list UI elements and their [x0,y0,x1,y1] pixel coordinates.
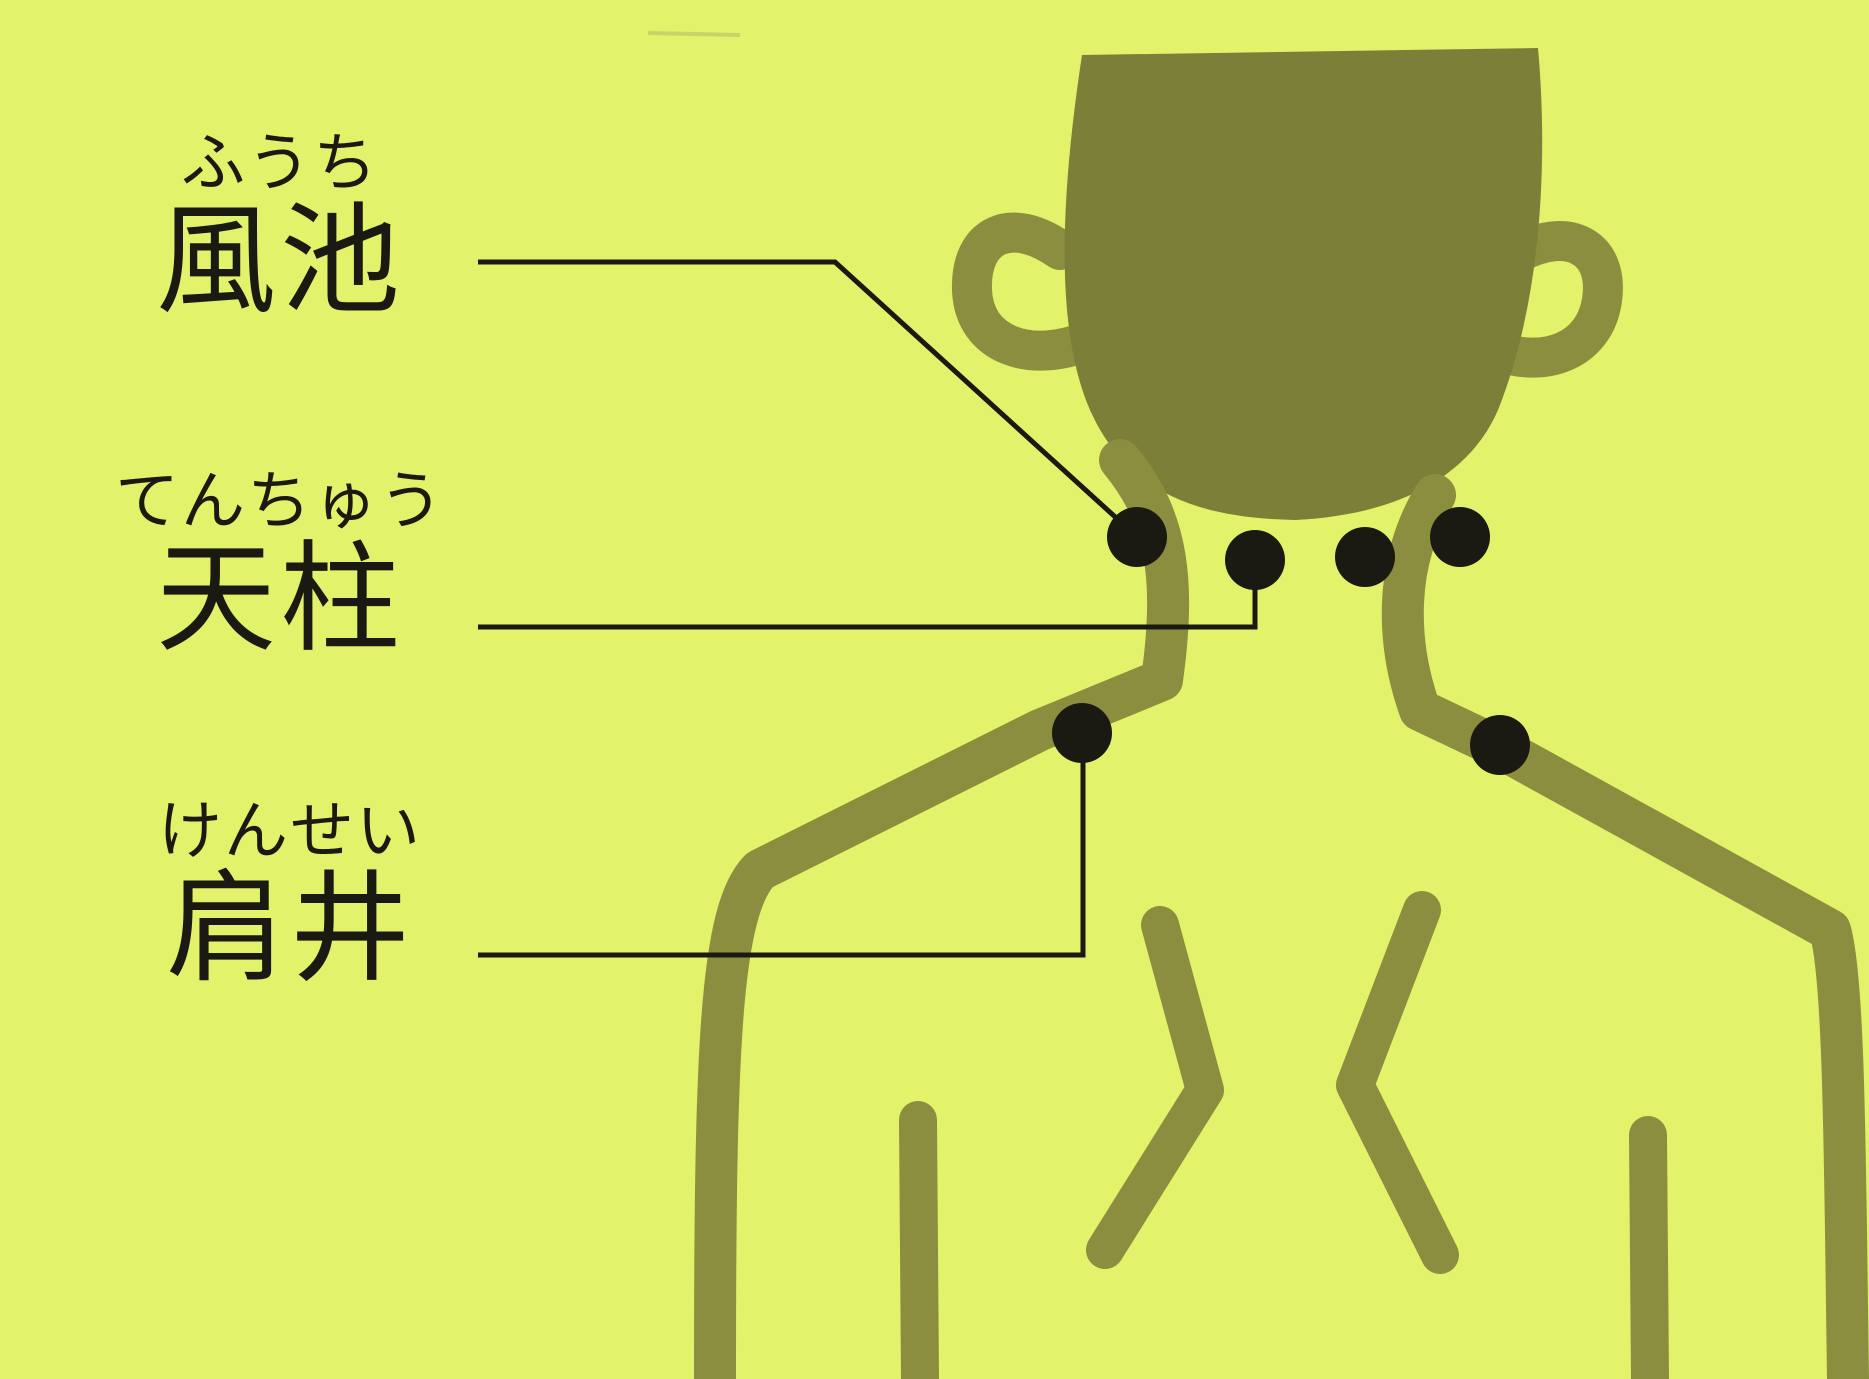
label-tenchu: てんちゅう 天柱 [20,466,540,662]
point-kensei-right [1470,715,1530,775]
back-stroke-right-spine [1336,891,1459,1274]
reading-kensei: けんせい [158,795,422,869]
reading-tenchu: てんちゅう [115,465,445,539]
point-fuchi-left [1107,507,1167,567]
leader-line-kensei [478,735,1086,958]
leader-line-fuchi [478,259,1137,537]
head [1064,48,1543,520]
label-kensei: けんせい 肩井 [70,796,510,992]
point-tenchu-left [1225,530,1285,590]
name-kensei: 肩井 [166,860,414,999]
point-kensei-left [1052,703,1112,763]
reading-fuchi: ふうち [181,127,379,201]
name-tenchu: 天柱 [156,530,404,669]
label-fuchi: ふうち 風池 [110,128,450,324]
top-mark [647,31,741,37]
back-stroke-left-blade [899,1101,939,1379]
point-tenchu-right [1335,527,1395,587]
back-stroke-right-blade [1629,1116,1669,1379]
right-ear [1475,221,1623,378]
point-fuchi-right [1430,507,1490,567]
back-stroke-left-spine [1086,906,1224,1269]
name-fuchi: 風池 [156,192,404,331]
left-ear [951,212,1110,371]
body-outline-right [1381,474,1869,1379]
